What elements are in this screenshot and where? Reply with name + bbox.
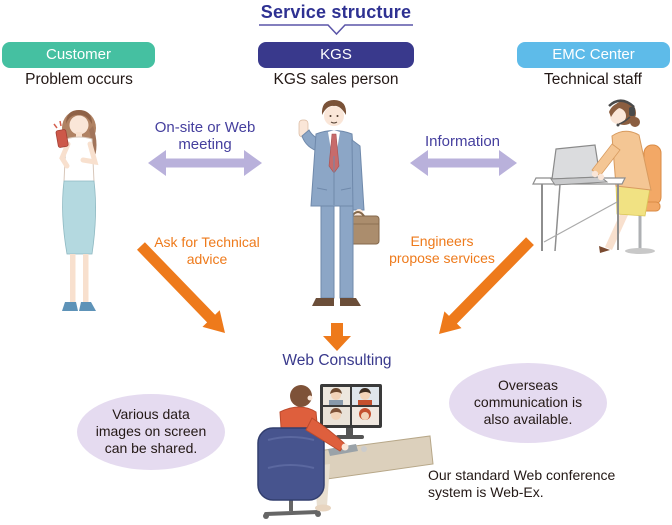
page-title: Service structure bbox=[260, 2, 412, 22]
kgs-subtitle: KGS sales person bbox=[273, 71, 399, 88]
keyboard bbox=[328, 444, 358, 456]
engineers-propose-arrow bbox=[439, 237, 534, 334]
web-consulting-illustration bbox=[257, 384, 434, 519]
data-sharing-callout bbox=[77, 394, 225, 470]
web-consulting-arrow bbox=[323, 323, 351, 351]
customer-illustration bbox=[53, 110, 99, 311]
technical-staff-illustration bbox=[532, 99, 662, 254]
phone-icon bbox=[55, 129, 69, 148]
data-sharing-callout-text: Various data images on screen can be sha… bbox=[95, 406, 207, 457]
customer-subtitle: Problem occurs bbox=[25, 71, 133, 88]
web-consulting-label: Web Consulting bbox=[282, 352, 392, 369]
engineers-propose-label: Engineers propose services bbox=[389, 233, 495, 266]
information-arrow bbox=[410, 150, 517, 176]
kgs-pill: KGS bbox=[258, 42, 414, 68]
emc-subtitle: Technical staff bbox=[544, 71, 642, 88]
webex-footnote: Our standard Web conference system is We… bbox=[428, 467, 616, 501]
ask-advice-label: Ask for Technical advice bbox=[154, 234, 260, 267]
emc-center-pill: EMC Center bbox=[517, 42, 670, 68]
conference-monitor bbox=[320, 384, 382, 428]
kgs-salesperson-illustration bbox=[298, 100, 380, 306]
information-arrow-label: Information bbox=[424, 133, 501, 150]
mouse bbox=[361, 446, 367, 452]
office-chair bbox=[257, 427, 325, 501]
headset-icon bbox=[608, 99, 635, 108]
ask-advice-arrow bbox=[137, 242, 225, 333]
title-underline bbox=[259, 24, 413, 36]
customer-pill: Customer bbox=[2, 42, 155, 68]
meeting-arrow-label: On-site or Web meeting bbox=[154, 119, 256, 153]
overseas-callout bbox=[449, 363, 607, 443]
onsite-web-meeting-arrow bbox=[148, 150, 262, 176]
overseas-callout-text: Overseas communication is also available… bbox=[473, 377, 583, 428]
